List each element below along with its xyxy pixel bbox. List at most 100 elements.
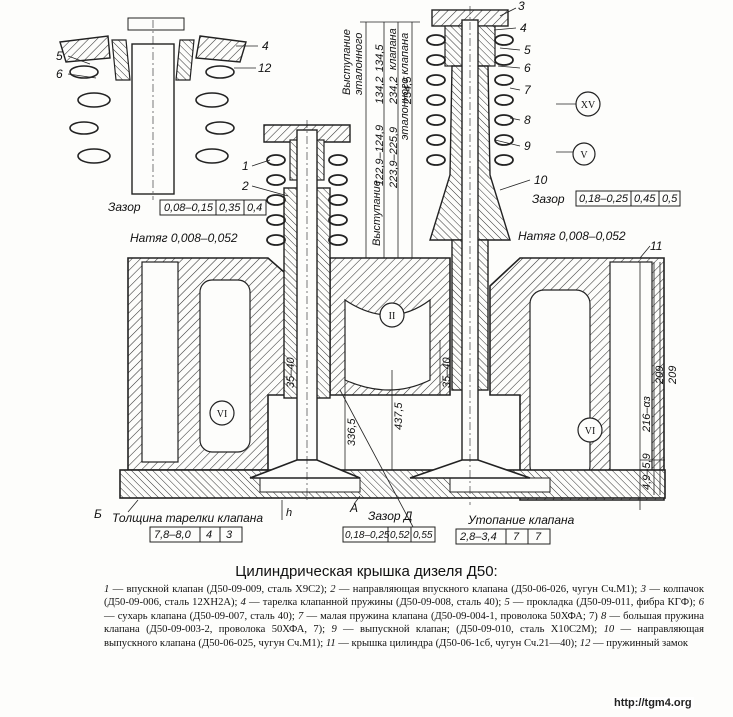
callout-3: 3 bbox=[518, 0, 525, 13]
label-vystupanie-3: клапана bbox=[387, 28, 399, 70]
box-utopanie-3: 7 bbox=[535, 531, 542, 543]
dim-v4: 223,9–225,9 bbox=[388, 127, 400, 189]
dim-35-40-right: 35–40 bbox=[441, 357, 453, 388]
box-zazor-d: 0,18–0,25 0,52 0,55 bbox=[342, 526, 436, 543]
legend-num-12: 12 bbox=[579, 637, 591, 649]
dim-4-9-5-9: 4,9–5,9 bbox=[641, 453, 653, 490]
box-tolshchina-3: 3 bbox=[226, 529, 233, 541]
figure-title: Цилиндрическая крышка дизеля Д50: bbox=[235, 563, 498, 580]
site-watermark: http://tgm4.org bbox=[612, 697, 694, 709]
label-vystupanie-b1: Выступание bbox=[371, 180, 383, 246]
dim-209-a: 209 bbox=[654, 366, 666, 385]
dim-v6: 234,5 bbox=[402, 76, 414, 105]
mark-v-label: V bbox=[580, 150, 588, 161]
callout-a: А bbox=[349, 501, 358, 515]
callout-8: 8 bbox=[524, 113, 531, 127]
callout-7: 7 bbox=[524, 83, 532, 97]
figure-legend: 1 — впускной клапан (Д50-09-009, сталь Х… bbox=[104, 583, 704, 650]
legend-num-10: 10 bbox=[603, 624, 615, 636]
legend-num-9: 9 bbox=[331, 624, 337, 636]
callout-4-right: 4 bbox=[520, 21, 527, 35]
callout-5-left: 5 bbox=[56, 49, 63, 63]
mark-ii-circle bbox=[379, 302, 405, 328]
callout-11: 11 bbox=[650, 239, 662, 253]
callout-12: 12 bbox=[258, 61, 272, 75]
box-tolshchina: 7,8–8,0 4 3 bbox=[149, 526, 243, 543]
box-zazor-right: 0,18–0,25 0,45 0,5 bbox=[575, 190, 681, 207]
callout-9: 9 bbox=[524, 139, 531, 153]
box-zazor-right-3: 0,5 bbox=[662, 193, 678, 205]
dim-216: 216–αз bbox=[641, 396, 653, 433]
legend-text-6: — сухарь клапана (Д50-09-007, сталь 40); bbox=[104, 610, 298, 622]
label-natyag-right: Натяг 0,008–0,052 bbox=[518, 229, 626, 243]
dim-v1: 122,9–124,9 bbox=[374, 125, 386, 186]
box-tolshchina-2: 4 bbox=[206, 529, 212, 541]
dim-209-b: 209 bbox=[667, 366, 679, 385]
dim-v2: 134,2 bbox=[374, 76, 386, 104]
box-tolshchina-1: 7,8–8,0 bbox=[154, 529, 192, 541]
legend-text-11: — крышка цилиндра (Д50-06-1сб, чугун Сч.… bbox=[335, 637, 580, 649]
box-zazor-right-2: 0,45 bbox=[634, 193, 656, 205]
callout-1: 1 bbox=[242, 159, 249, 173]
callout-4-top-left: 4 bbox=[262, 39, 269, 53]
mark-xv-label: XV bbox=[581, 100, 596, 111]
box-utopanie-1: 2,8–3,4 bbox=[459, 531, 497, 543]
box-zazor-d-2: 0,52 bbox=[390, 530, 410, 541]
mark-v-circle bbox=[572, 142, 596, 166]
callout-10: 10 bbox=[534, 173, 548, 187]
label-vystupanie-1: Выступание bbox=[341, 29, 353, 95]
box-zazor-d-1: 0,18–0,25 bbox=[345, 530, 390, 541]
box-zazor-right-1: 0,18–0,25 bbox=[579, 193, 629, 205]
dim-437-5: 437,5 bbox=[393, 402, 405, 430]
dim-v3: 134,5 bbox=[374, 44, 386, 72]
box-utopanie-2: 7 bbox=[513, 531, 520, 543]
box-zazor-d-3: 0,55 bbox=[413, 530, 433, 541]
callout-6-left: 6 bbox=[56, 67, 63, 81]
detail-spring-lock bbox=[59, 17, 247, 200]
legend-text-9: — выпускной клапан; (Д50-09-010, сталь Х… bbox=[336, 624, 604, 636]
callout-5-right: 5 bbox=[524, 43, 531, 57]
legend-text-1: — впускной клапан (Д50-09-009, сталь Х9С… bbox=[109, 584, 331, 595]
label-zazor-right: Зазор bbox=[532, 192, 565, 206]
mark-ii-label: II bbox=[389, 311, 396, 322]
label-vystupanie-b2: эталонного клапана bbox=[399, 33, 411, 140]
legend-num-3: 3 bbox=[640, 584, 646, 595]
legend-num-1: 1 bbox=[104, 584, 110, 595]
box-zazor-left-1: 0,08–0,15 bbox=[164, 202, 214, 214]
legend-text-3: — колпачок (Д50-09-006, сталь 12ХН2А); bbox=[104, 584, 704, 609]
legend-num-8: 8 bbox=[600, 610, 607, 622]
mark-vi-left-circle bbox=[209, 400, 235, 426]
mark-xv-circle bbox=[575, 91, 601, 117]
label-zazor-left: Зазор bbox=[108, 200, 141, 214]
legend-num-6: 6 bbox=[698, 597, 705, 609]
legend-num-2: 2 bbox=[330, 584, 336, 595]
legend-num-4: 4 bbox=[240, 597, 246, 609]
legend-text-4: — тарелка клапанной пружины (Д50-09-008,… bbox=[245, 597, 505, 609]
mark-vi-right-label: VI bbox=[585, 426, 596, 437]
label-utopanie: Утопание клапана bbox=[467, 513, 575, 527]
legend-text-5: — прокладка (Д50-09-011, фибра КГФ); bbox=[509, 597, 699, 609]
legend-text-2: — направляющая впускного клапана (Д50-06… bbox=[335, 584, 641, 595]
label-natyag-left: Натяг 0,008–0,052 bbox=[130, 231, 238, 245]
cylinder-head-body bbox=[119, 257, 666, 501]
box-zazor-left-3: 0,4 bbox=[247, 202, 262, 214]
box-utopanie: 2,8–3,4 7 7 bbox=[455, 528, 551, 545]
legend-num-5: 5 bbox=[504, 597, 510, 609]
mark-vi-left-label: VI bbox=[217, 409, 228, 420]
label-vystupanie-2: эталонного bbox=[353, 33, 365, 95]
callout-2: 2 bbox=[241, 179, 249, 193]
legend-num-7: 7 bbox=[298, 610, 304, 622]
box-zazor-left: 0,08–0,15 0,35 0,4 bbox=[159, 199, 267, 216]
mark-vi-right-circle bbox=[577, 417, 603, 443]
legend-text-12: — пружинный замок bbox=[590, 637, 689, 649]
dim-336-5: 336,5 bbox=[346, 418, 358, 446]
dim-v5: 234,2 bbox=[388, 76, 400, 105]
dim-h: h bbox=[286, 507, 292, 519]
legend-text-10: — направляющая выпускного клапана (Д50-0… bbox=[104, 624, 704, 649]
dimension-lines bbox=[127, 21, 665, 541]
legend-num-11: 11 bbox=[325, 637, 336, 649]
callout-6-right: 6 bbox=[524, 61, 531, 75]
dim-35-40-left: 35–40 bbox=[285, 357, 297, 388]
